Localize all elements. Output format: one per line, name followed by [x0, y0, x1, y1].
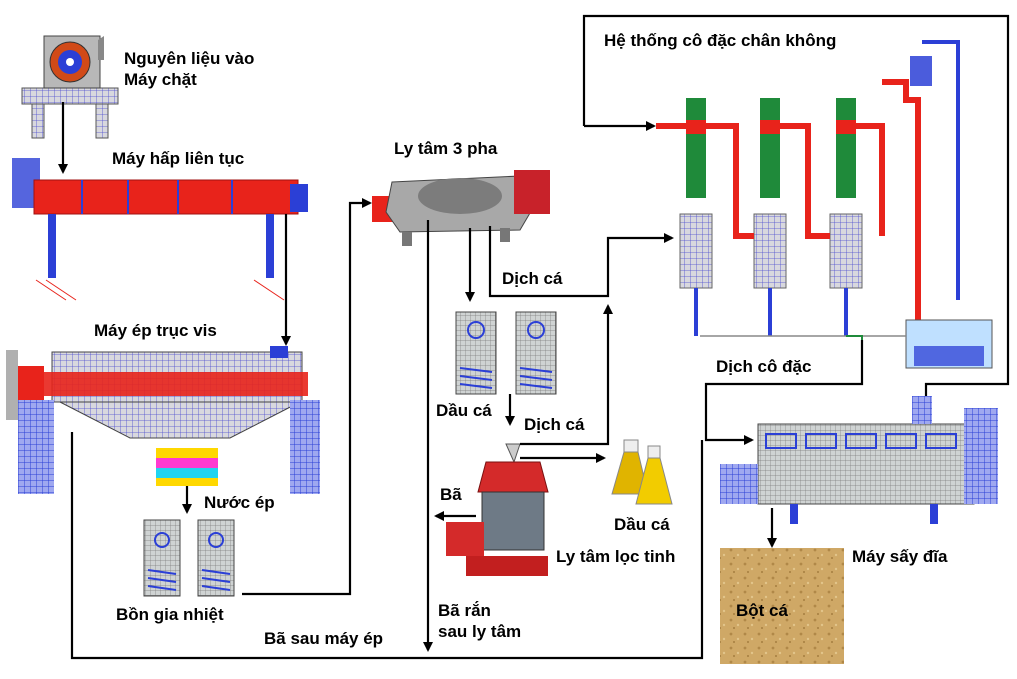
label-heating-tank: Bồn gia nhiệt — [116, 605, 224, 624]
label-raw-input: Nguyên liệu vào Máy chặt — [124, 49, 255, 89]
label-concentrate: Dịch cô đặc — [716, 357, 812, 376]
label-fish-oil-product: Dầu cá — [614, 515, 670, 534]
evaporator-system — [656, 40, 993, 369]
label-disc-dryer: Máy sấy đĩa — [852, 547, 948, 566]
label-fish-liquor-2: Dịch cá — [524, 415, 585, 434]
press-liquid-collector — [156, 448, 218, 486]
screw-press-machine — [6, 346, 320, 494]
heating-tank-1 — [143, 519, 181, 597]
label-separator-residue: Bã — [440, 485, 462, 504]
oil-flask-icon — [611, 439, 673, 505]
decanter-machine — [372, 170, 550, 246]
label-polishing-separator: Ly tâm lọc tinh — [556, 547, 676, 566]
label-decanter: Ly tâm 3 pha — [394, 139, 498, 158]
label-fish-liquor-1: Dịch cá — [502, 269, 563, 288]
steamer-machine — [12, 158, 308, 301]
label-evaporator: Hệ thống cô đặc chân không — [604, 31, 837, 50]
label-solid-residue: Bã rắn sau ly tâm — [438, 601, 522, 641]
chopper-machine — [21, 35, 119, 139]
fish-meal-image — [720, 548, 844, 664]
label-steamer: Máy hấp liên tục — [112, 149, 245, 168]
fish-oil-tank-1 — [455, 311, 497, 395]
heating-tank-2 — [197, 519, 235, 597]
label-screw-press: Máy ép trục vis — [94, 321, 217, 340]
separator-machine — [446, 443, 549, 576]
label-fish-oil-tanks: Dầu cá — [436, 401, 492, 420]
label-press-liquid: Nước ép — [204, 493, 275, 512]
flow-lines — [58, 14, 1010, 660]
label-press-cake: Bã sau máy ép — [264, 629, 384, 648]
disc-dryer-machine — [720, 396, 998, 524]
label-fish-meal: Bột cá — [736, 601, 788, 620]
fish-oil-tank-2 — [515, 311, 557, 395]
